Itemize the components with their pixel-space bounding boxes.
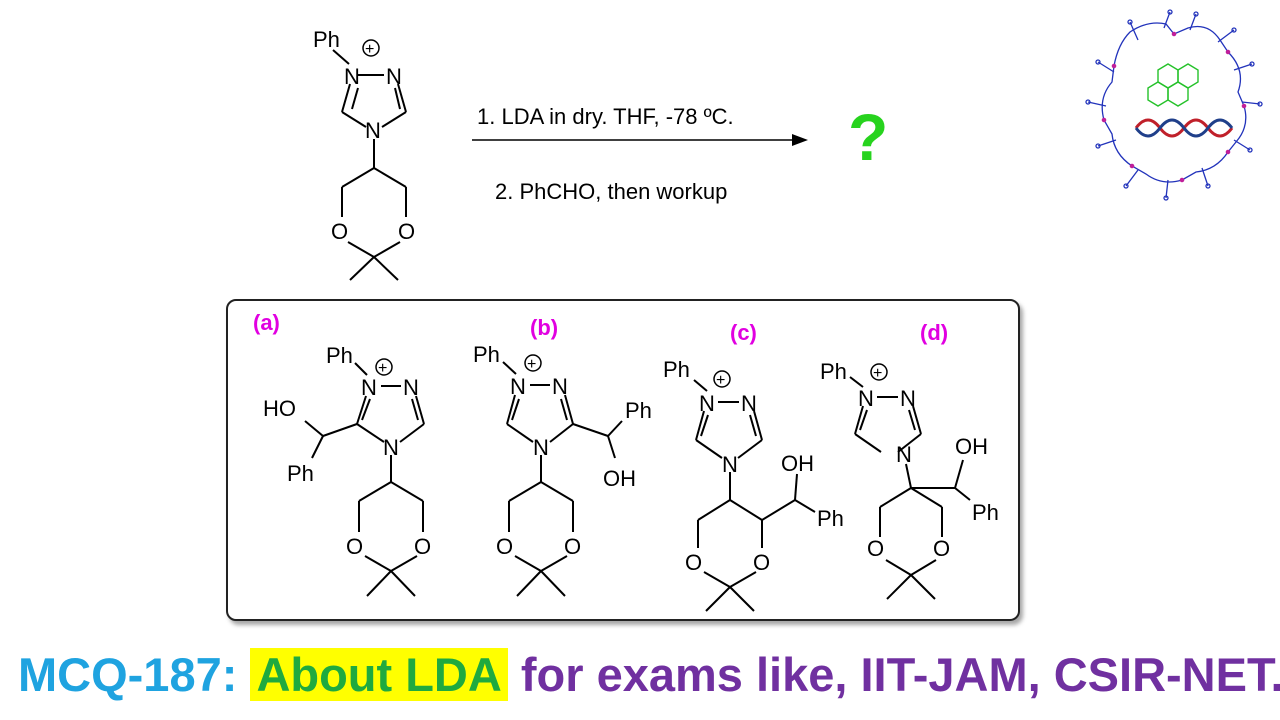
atom-label: O	[753, 550, 770, 575]
dna-helix-icon	[1134, 118, 1234, 138]
options-panel	[226, 299, 1020, 621]
atom-label: Ph	[972, 500, 999, 525]
sm-plus: +	[365, 41, 374, 58]
starting-material	[332, 49, 407, 281]
atom-label: O	[414, 534, 431, 559]
atom-label: +	[527, 356, 536, 373]
product-question-mark: ?	[848, 100, 888, 174]
atom-label: OH	[781, 451, 814, 476]
atom-label: +	[716, 372, 725, 389]
atom-label: N	[900, 386, 916, 411]
atom-label: N	[533, 435, 549, 460]
sm-o1: O	[331, 219, 348, 244]
step2-label: 2. PhCHO, then workup	[495, 179, 727, 204]
option-d-label[interactable]: (d)	[920, 320, 948, 345]
atom-label: Ph	[820, 359, 847, 384]
atom-label: Ph	[663, 357, 690, 382]
options-structures: (a) (b) (c) (d) + Ph	[253, 310, 999, 612]
option-a-label[interactable]: (a)	[253, 310, 280, 335]
atom-label: O	[564, 534, 581, 559]
atom-label: Ph	[326, 343, 353, 368]
pyrene-icon	[1147, 63, 1199, 107]
title-prefix: MCQ-187:	[18, 648, 251, 701]
option-d-structure[interactable]: + Ph N N N OH Ph O O	[820, 359, 999, 600]
reaction-arrow	[472, 134, 808, 146]
atom-label: OH	[603, 466, 636, 491]
sm-o2: O	[398, 219, 415, 244]
sm-n4: N	[365, 118, 381, 143]
video-title: MCQ-187: About LDA for exams like, IIT-J…	[18, 640, 1280, 710]
atom-label: N	[361, 375, 377, 400]
atom-label: N	[722, 452, 738, 477]
atom-label: Ph	[473, 342, 500, 367]
cyclodextrin-icon	[1085, 9, 1263, 201]
atom-label: OH	[955, 434, 988, 459]
atom-label: O	[867, 536, 884, 561]
option-a-structure[interactable]: + Ph N N N HO Ph O O	[263, 343, 431, 597]
option-c-structure[interactable]: + Ph N N N OH Ph O O	[663, 357, 844, 612]
atom-label: Ph	[287, 461, 314, 486]
sm-n1: N	[344, 64, 360, 89]
atom-label: N	[510, 374, 526, 399]
atom-label: N	[858, 386, 874, 411]
atom-label: N	[403, 375, 419, 400]
atom-label: O	[933, 536, 950, 561]
atom-label: O	[685, 550, 702, 575]
atom-label: HO	[263, 396, 296, 421]
atom-label: Ph	[625, 398, 652, 423]
sm-n2: N	[386, 64, 402, 89]
atom-label: N	[383, 435, 399, 460]
step1-label: 1. LDA in dry. THF, -78 ºC.	[477, 104, 734, 129]
title-highlight: About LDA	[250, 648, 508, 701]
atom-label: O	[346, 534, 363, 559]
atom-label: N	[741, 391, 757, 416]
option-c-label[interactable]: (c)	[730, 320, 757, 345]
atom-label: N	[699, 391, 715, 416]
option-b-structure[interactable]: + Ph N N N Ph OH O O	[473, 342, 652, 597]
title-suffix: for exams like, IIT-JAM, CSIR-NET.	[507, 648, 1280, 701]
plus-charge-icon	[362, 39, 380, 57]
atom-label: O	[496, 534, 513, 559]
option-b-label[interactable]: (b)	[530, 315, 558, 340]
atom-label: +	[378, 360, 387, 377]
reaction-scheme: Ph N N N O O + 1. LDA in dry. THF, -78 º…	[313, 27, 888, 281]
atom-label: +	[873, 365, 882, 382]
atom-label: Ph	[817, 506, 844, 531]
atom-label: N	[552, 374, 568, 399]
atom-label: N	[896, 442, 912, 467]
sm-ph: Ph	[313, 27, 340, 52]
